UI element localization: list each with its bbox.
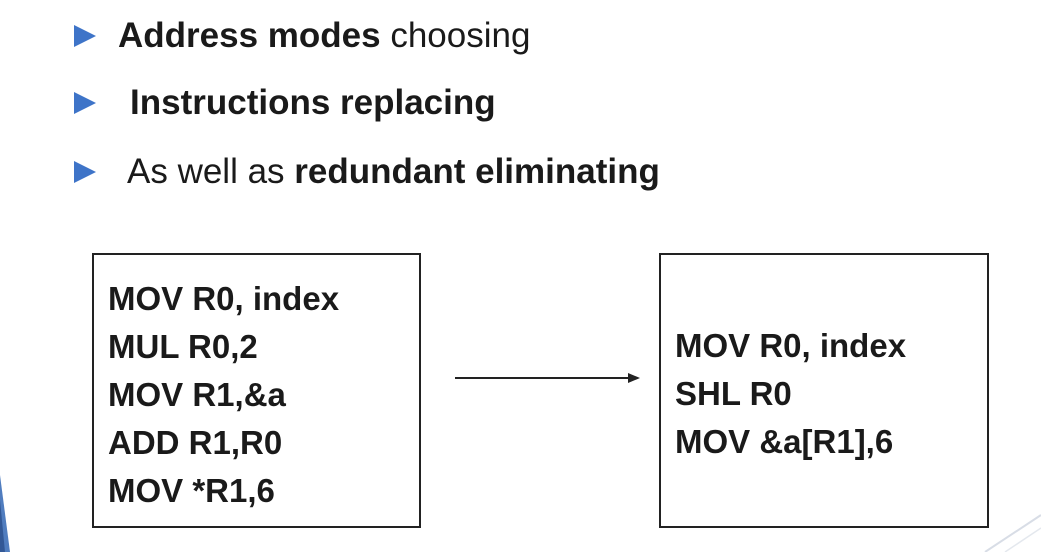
code-after-line: SHL R0 bbox=[675, 375, 792, 412]
code-after-box: MOV R0, index SHL R0 MOV &a[R1],6 bbox=[659, 253, 989, 528]
corner-accent-left-shade bbox=[0, 500, 5, 552]
bullet-triangle-icon bbox=[74, 25, 96, 47]
bullet-3-bold-text: redundant eliminating bbox=[294, 152, 660, 191]
bullet-1-bold-text: Address modes bbox=[118, 16, 381, 55]
transform-arrow-icon bbox=[455, 373, 640, 383]
bullet-2-bold-text: Instructions replacing bbox=[130, 83, 496, 122]
code-after-line: MOV R0, index bbox=[675, 327, 907, 364]
code-before-box: MOV R0, index MUL R0,2 MOV R1,&a ADD R1,… bbox=[92, 253, 421, 528]
corner-accent-right-line-2 bbox=[1004, 527, 1041, 552]
bullet-3-text: As well as bbox=[127, 152, 295, 191]
bullet-1-text: choosing bbox=[380, 16, 531, 55]
corner-accent-left bbox=[0, 475, 10, 552]
bullet-triangle-icon bbox=[74, 161, 96, 183]
corner-accent-right-line bbox=[984, 514, 1041, 552]
code-before-line: ADD R1,R0 bbox=[108, 424, 283, 461]
code-after-line: MOV &a[R1],6 bbox=[675, 423, 894, 460]
code-before-line: MOV R0, index bbox=[108, 280, 340, 317]
code-before-line: MOV *R1,6 bbox=[108, 472, 275, 509]
code-before-line: MOV R1,&a bbox=[108, 376, 286, 413]
bullet-triangle-icon bbox=[74, 92, 96, 114]
code-before-line: MUL R0,2 bbox=[108, 328, 258, 365]
